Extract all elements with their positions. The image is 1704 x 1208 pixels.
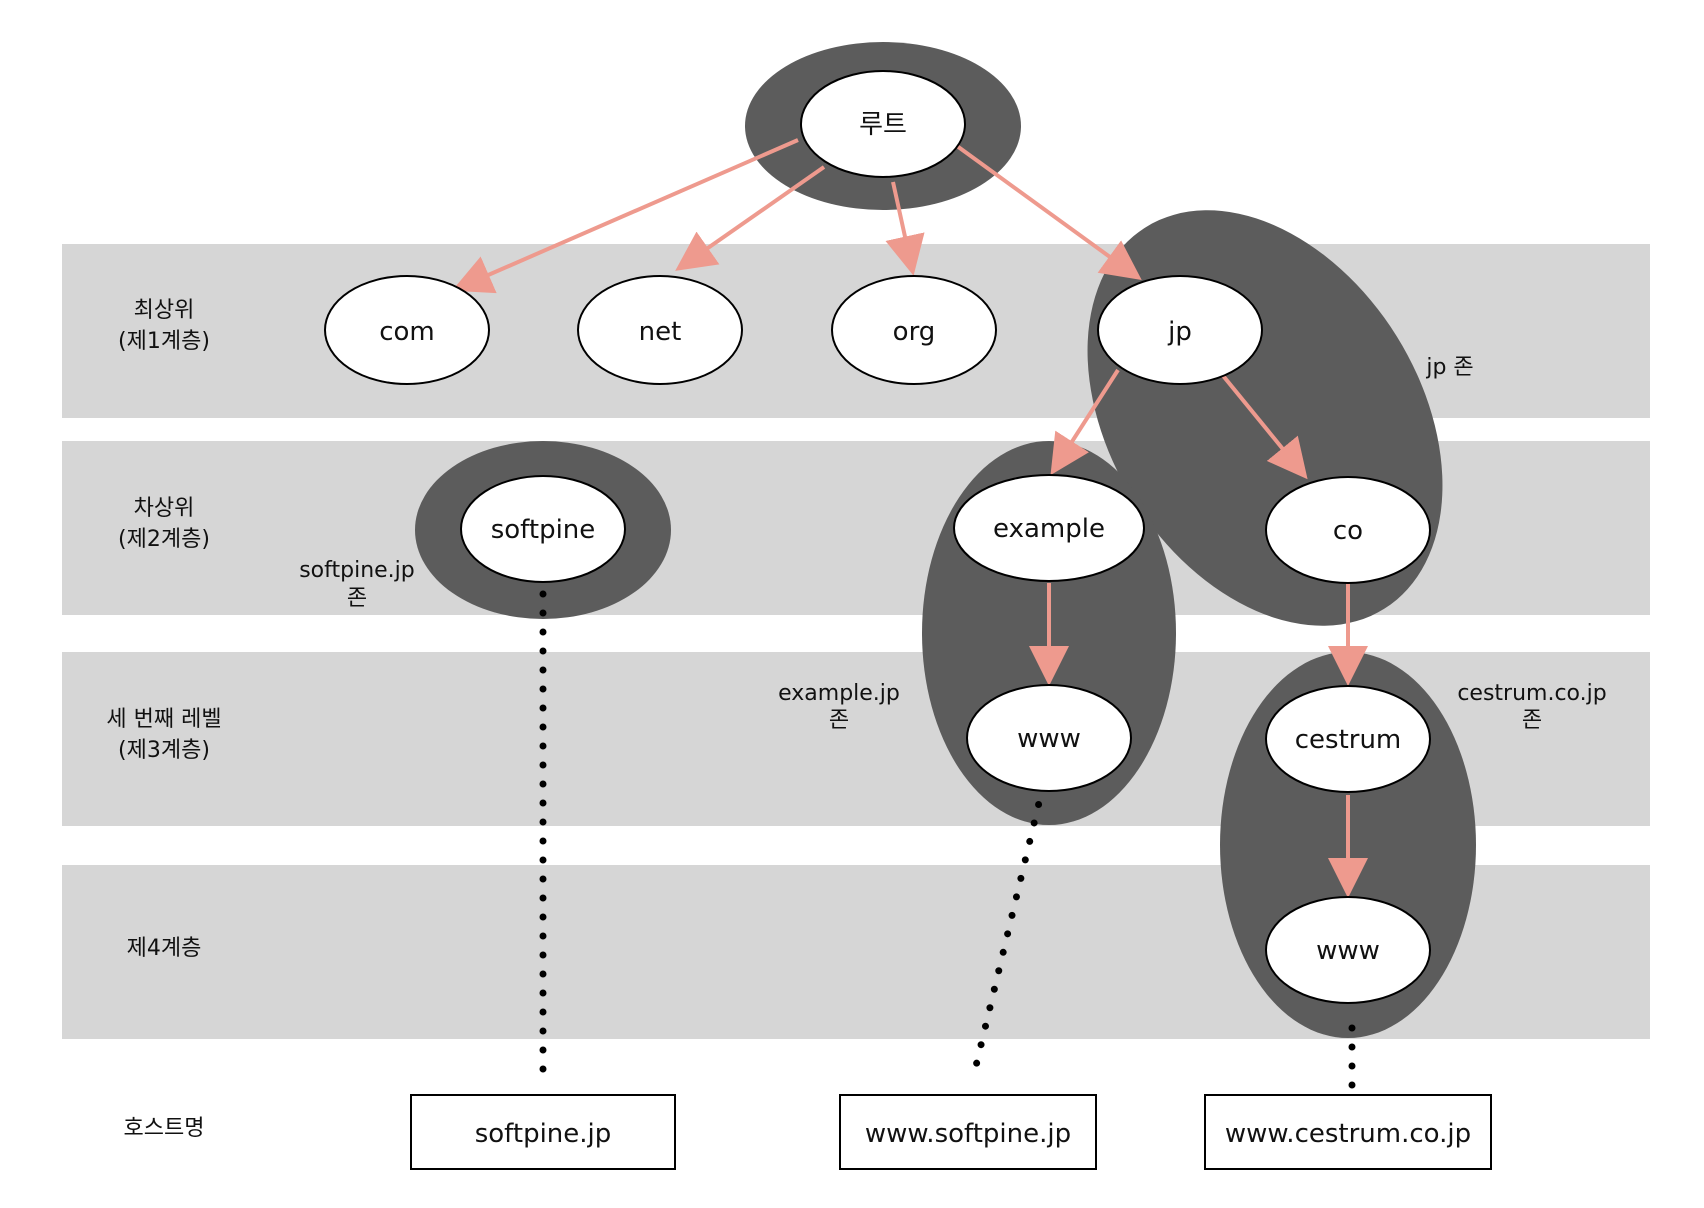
node-label-www-example: www	[1017, 724, 1081, 754]
node-label-www-cestrum: www	[1316, 936, 1380, 966]
hostname-label-softpine: softpine.jp	[475, 1119, 612, 1149]
level-label-third-line1: 세 번째 레벨	[106, 707, 221, 732]
hostname-label-www-cestrum: www.cestrum.co.jp	[1225, 1119, 1471, 1149]
arrow-jp-to-co	[1218, 370, 1308, 480]
level-label-fourth: 제4계층	[127, 936, 202, 961]
level-label-second-line1: 차상위	[134, 496, 195, 521]
node-co: co	[1265, 476, 1431, 584]
level-label-hostname: 호스트명	[124, 1116, 205, 1141]
zone-label-softpine-line1: softpine.jp	[299, 558, 415, 583]
node-www-cestrum: www	[1265, 896, 1431, 1004]
level-label-top-line2: (제1계층)	[118, 329, 210, 354]
zone-label-softpine-line2: 존	[347, 586, 367, 611]
level-label-top-line1: 최상위	[134, 298, 195, 323]
node-softpine: softpine	[460, 475, 626, 583]
node-label-co: co	[1333, 516, 1363, 546]
hostname-box-www-softpine: www.softpine.jp	[839, 1094, 1097, 1170]
node-label-jp: jp	[1167, 317, 1192, 347]
node-label-root: 루트	[859, 110, 907, 140]
node-www-example: www	[966, 684, 1132, 792]
hostname-box-softpine: softpine.jp	[410, 1094, 676, 1170]
arrow-root-to-jp	[955, 144, 1142, 281]
zone-label-example-line2: 존	[829, 708, 849, 733]
hostname-box-www-cestrum: www.cestrum.co.jp	[1204, 1094, 1492, 1170]
node-label-org: org	[893, 317, 936, 347]
arrow-root-to-org	[885, 181, 925, 276]
zone-label-example-line1: example.jp	[778, 681, 900, 706]
node-label-cestrum: cestrum	[1295, 725, 1402, 755]
node-root: 루트	[800, 70, 966, 178]
node-label-example: example	[993, 514, 1105, 544]
zone-label-cestrum-line1: cestrum.co.jp	[1457, 681, 1606, 706]
node-net: net	[577, 275, 743, 385]
arrow-root-to-com	[451, 138, 799, 294]
hostname-label-www-softpine: www.softpine.jp	[865, 1119, 1071, 1149]
arrow-jp-to-example	[1050, 368, 1120, 476]
node-label-com: com	[379, 317, 435, 347]
node-cestrum: cestrum	[1265, 685, 1431, 793]
level-label-third-line2: (제3계층)	[118, 738, 210, 763]
zone-label-cestrum-line2: 존	[1522, 708, 1542, 733]
zone-label-jp: jp 존	[1425, 355, 1473, 380]
node-example: example	[953, 474, 1145, 582]
arrow-root-to-net	[675, 165, 826, 271]
node-label-net: net	[639, 317, 682, 347]
node-label-softpine: softpine	[491, 515, 596, 545]
node-org: org	[831, 275, 997, 385]
level-label-second-line2: (제2계층)	[118, 527, 210, 552]
node-com: com	[324, 275, 490, 385]
node-jp: jp	[1097, 275, 1263, 385]
